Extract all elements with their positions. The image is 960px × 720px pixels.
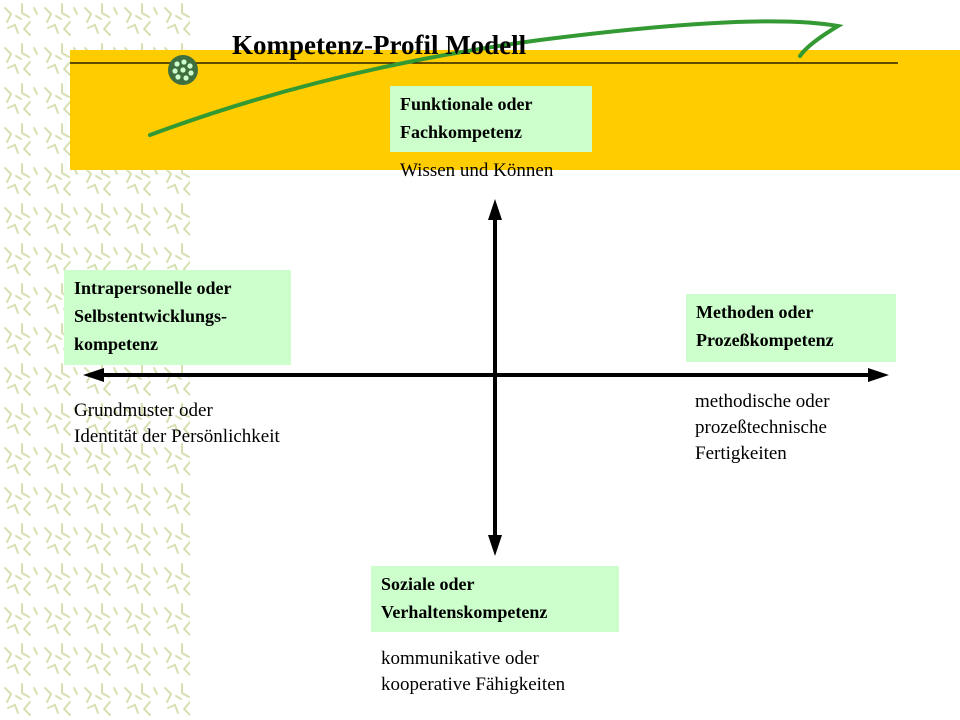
text-line: Prozeßkompetenz bbox=[696, 330, 834, 350]
bottom-arrowhead bbox=[488, 535, 502, 556]
text-line: Selbstentwicklungs- bbox=[74, 306, 228, 326]
text-line: Intrapersonelle oder bbox=[74, 278, 232, 298]
text-line: Funktionale oder bbox=[400, 94, 533, 114]
desc-functional-competence: Wissen und Können bbox=[400, 158, 553, 184]
axes bbox=[95, 213, 877, 542]
text-line: Identität der Persönlichkeit bbox=[74, 426, 280, 447]
top-arrowhead bbox=[488, 199, 502, 220]
right-arrowhead bbox=[868, 368, 889, 382]
decorative-swoosh bbox=[148, 19, 844, 137]
green-dots-circle-icon bbox=[168, 55, 198, 85]
text-line: kommunikative oder bbox=[381, 648, 539, 669]
text-line: kompetenz bbox=[74, 334, 158, 354]
text-line: Fachkompetenz bbox=[400, 122, 522, 142]
text-line: Soziale oder bbox=[381, 574, 475, 594]
text-line: Fertigkeiten bbox=[695, 443, 787, 464]
text-line: prozeßtechnische bbox=[695, 417, 827, 438]
text-line: Methoden oder bbox=[696, 302, 814, 322]
text-line: Wissen und Können bbox=[400, 160, 554, 181]
text-line: kooperative Fähigkeiten bbox=[381, 674, 566, 695]
page-title: Kompetenz-Profil Modell bbox=[232, 30, 527, 60]
desc-social-competence: kommunikative oder kooperative Fähigkeite… bbox=[381, 646, 565, 698]
text-line: methodische oder bbox=[695, 391, 830, 412]
text-line: Verhaltenskompetenz bbox=[381, 602, 548, 622]
text-line: Grundmuster oder bbox=[74, 400, 213, 421]
left-arrowhead bbox=[83, 368, 104, 382]
